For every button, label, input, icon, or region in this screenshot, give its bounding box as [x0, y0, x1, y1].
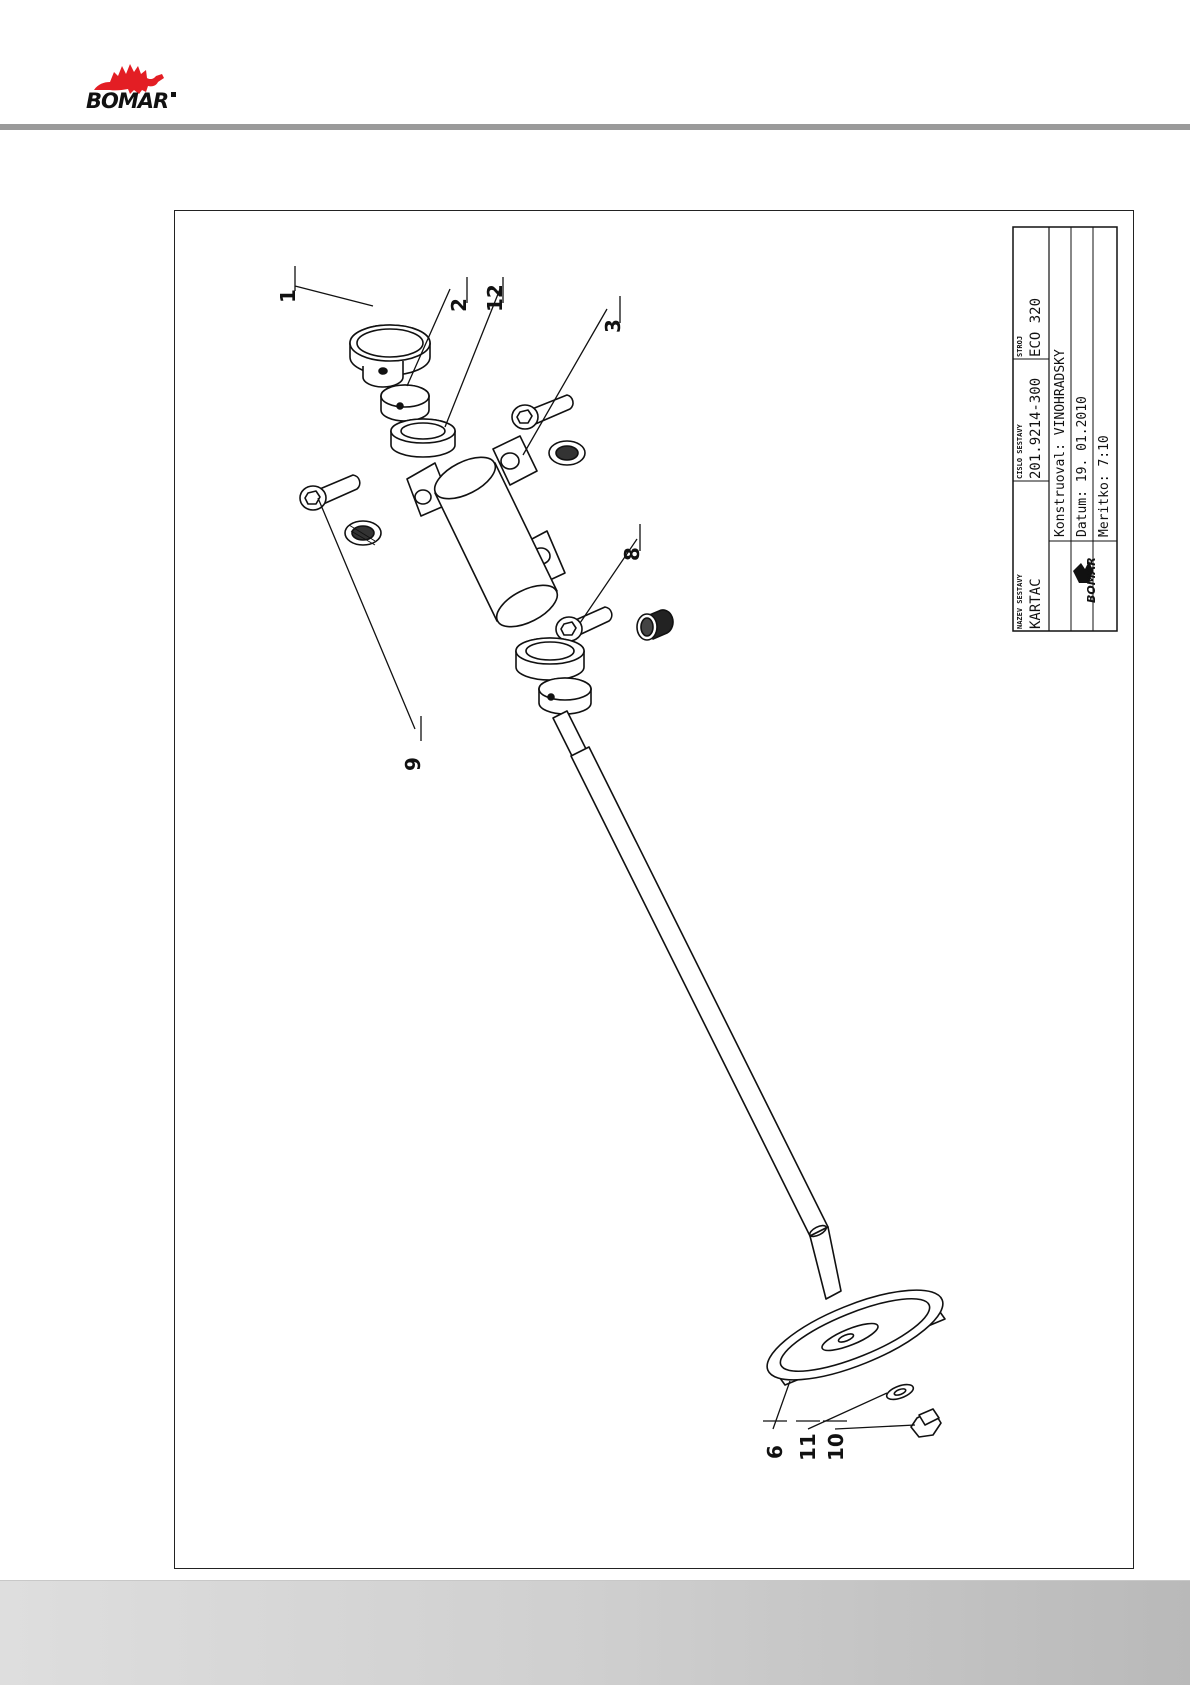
- tb-machine-label: STROJ: [1016, 336, 1024, 357]
- tb-designer: Konstruoval: VINOHRADSKY: [1053, 349, 1068, 537]
- tb-name-value: KARTAC: [1028, 578, 1044, 629]
- part-sleeve-8: [637, 610, 673, 640]
- part-screw-right: [512, 395, 573, 429]
- tb-scale: Meritko: 7:10: [1097, 435, 1112, 537]
- bomar-logo: BOMAR: [84, 60, 184, 120]
- callout-8: 8: [620, 547, 644, 561]
- callout-11: 11: [796, 1433, 820, 1461]
- tb-number-value: 201.9214-300: [1028, 378, 1044, 479]
- tb-number-label: CISLO SESTAVY: [1016, 423, 1024, 479]
- callout-12: 12: [483, 284, 507, 312]
- part-brush-disc: [757, 1272, 954, 1398]
- tb-date: Datum: 19. 01.2010: [1075, 396, 1090, 537]
- part-nut: [911, 1409, 941, 1437]
- part-screw-left: [300, 475, 360, 510]
- logo-text: BOMAR: [86, 89, 168, 113]
- part-collar-bottom: [539, 678, 591, 714]
- part-housing: [407, 436, 565, 635]
- page-header: BOMAR: [0, 0, 1190, 135]
- exploded-drawing: 1 2 12 3 9 8 6 11 10 NAZEV SESTAVY KARTA…: [175, 211, 1133, 1568]
- part-screw-8: [556, 607, 612, 641]
- title-block: NAZEV SESTAVY KARTAC CISLO SESTAVY 201.9…: [1013, 227, 1117, 631]
- tb-logo-text: BOMAR: [1085, 557, 1098, 603]
- callout-10: 10: [824, 1433, 848, 1461]
- part-collar: [381, 385, 429, 421]
- part-spring-right: [549, 441, 585, 465]
- callout-9: 9: [401, 757, 425, 771]
- part-washer: [885, 1382, 915, 1403]
- part-spring-left: [345, 521, 381, 545]
- tb-machine-value: ECO 320: [1028, 298, 1044, 357]
- drawing-frame: 1 2 12 3 9 8 6 11 10 NAZEV SESTAVY KARTA…: [174, 210, 1134, 1569]
- tb-name-label: NAZEV SESTAVY: [1016, 573, 1024, 629]
- page-footer: [0, 1580, 1190, 1685]
- part-shaft: [553, 711, 841, 1299]
- part-bearing-bottom: [516, 638, 584, 680]
- callout-6: 6: [763, 1445, 787, 1459]
- callout-2: 2: [447, 298, 471, 312]
- callout-3: 3: [601, 319, 625, 333]
- header-rule: [0, 124, 1190, 130]
- part-knob: [350, 325, 430, 387]
- callout-1: 1: [276, 289, 300, 303]
